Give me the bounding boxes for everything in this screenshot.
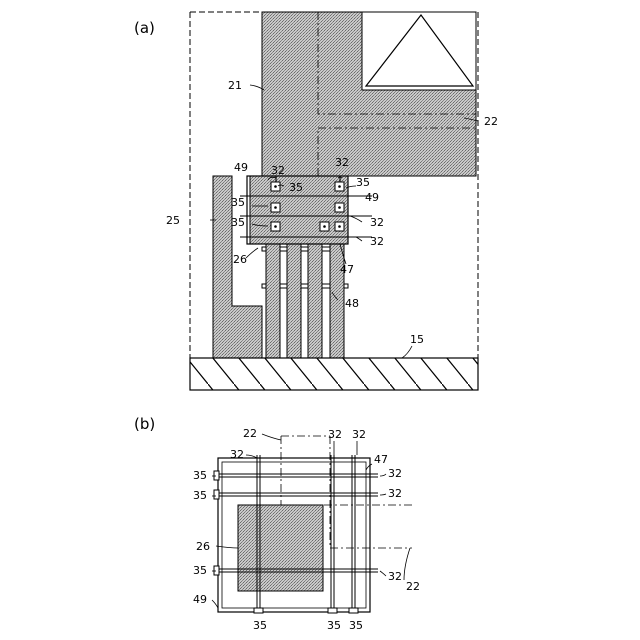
- label-15: 15: [410, 333, 424, 346]
- label-35-b2: 35: [327, 619, 341, 632]
- label-32-a4: 32: [370, 235, 384, 248]
- panel-a-caption: (a): [134, 19, 155, 37]
- label-26: 26: [233, 253, 247, 266]
- label-26-b: 26: [196, 540, 210, 553]
- label-35-r1: 35: [193, 469, 207, 482]
- ground-15: [190, 358, 478, 390]
- label-35-b3: 35: [349, 619, 363, 632]
- label-32-top-left: 32: [230, 448, 244, 461]
- label-32-top-2: 32: [352, 428, 366, 441]
- label-32-r3: 32: [388, 570, 402, 583]
- label-32-r1: 32: [388, 467, 402, 480]
- label-32-top-1: 32: [328, 428, 342, 441]
- label-32-a1: 32: [271, 164, 285, 177]
- member-26: [238, 505, 323, 591]
- label-35-r2: 35: [193, 489, 207, 502]
- label-32-a2: 32: [335, 156, 349, 169]
- triangle-block: [362, 12, 476, 90]
- label-22: 22: [484, 115, 498, 128]
- label-48: 48: [345, 297, 359, 310]
- label-22-top: 22: [243, 427, 257, 440]
- panel-b: (b): [134, 415, 420, 632]
- label-47-b: 47: [374, 453, 388, 466]
- label-25: 25: [166, 214, 180, 227]
- label-35-b1: 35: [253, 619, 267, 632]
- label-47: 47: [340, 263, 354, 276]
- label-35-a2: 35: [356, 176, 370, 189]
- label-49: 49: [234, 161, 248, 174]
- panel-b-caption: (b): [134, 415, 155, 433]
- label-32-r2: 32: [388, 487, 402, 500]
- label-32-a3: 32: [370, 216, 384, 229]
- label-35-a4: 35: [231, 216, 245, 229]
- label-35-a1: 35: [289, 181, 303, 194]
- label-22-bottom: 22: [406, 580, 420, 593]
- members-48: [266, 244, 344, 358]
- label-35-r3: 35: [193, 564, 207, 577]
- label-49-b: 49: [365, 191, 379, 204]
- label-35-a3: 35: [231, 196, 245, 209]
- panel-a: (a): [134, 12, 498, 390]
- label-21: 21: [228, 79, 242, 92]
- label-49-b: 49: [193, 593, 207, 606]
